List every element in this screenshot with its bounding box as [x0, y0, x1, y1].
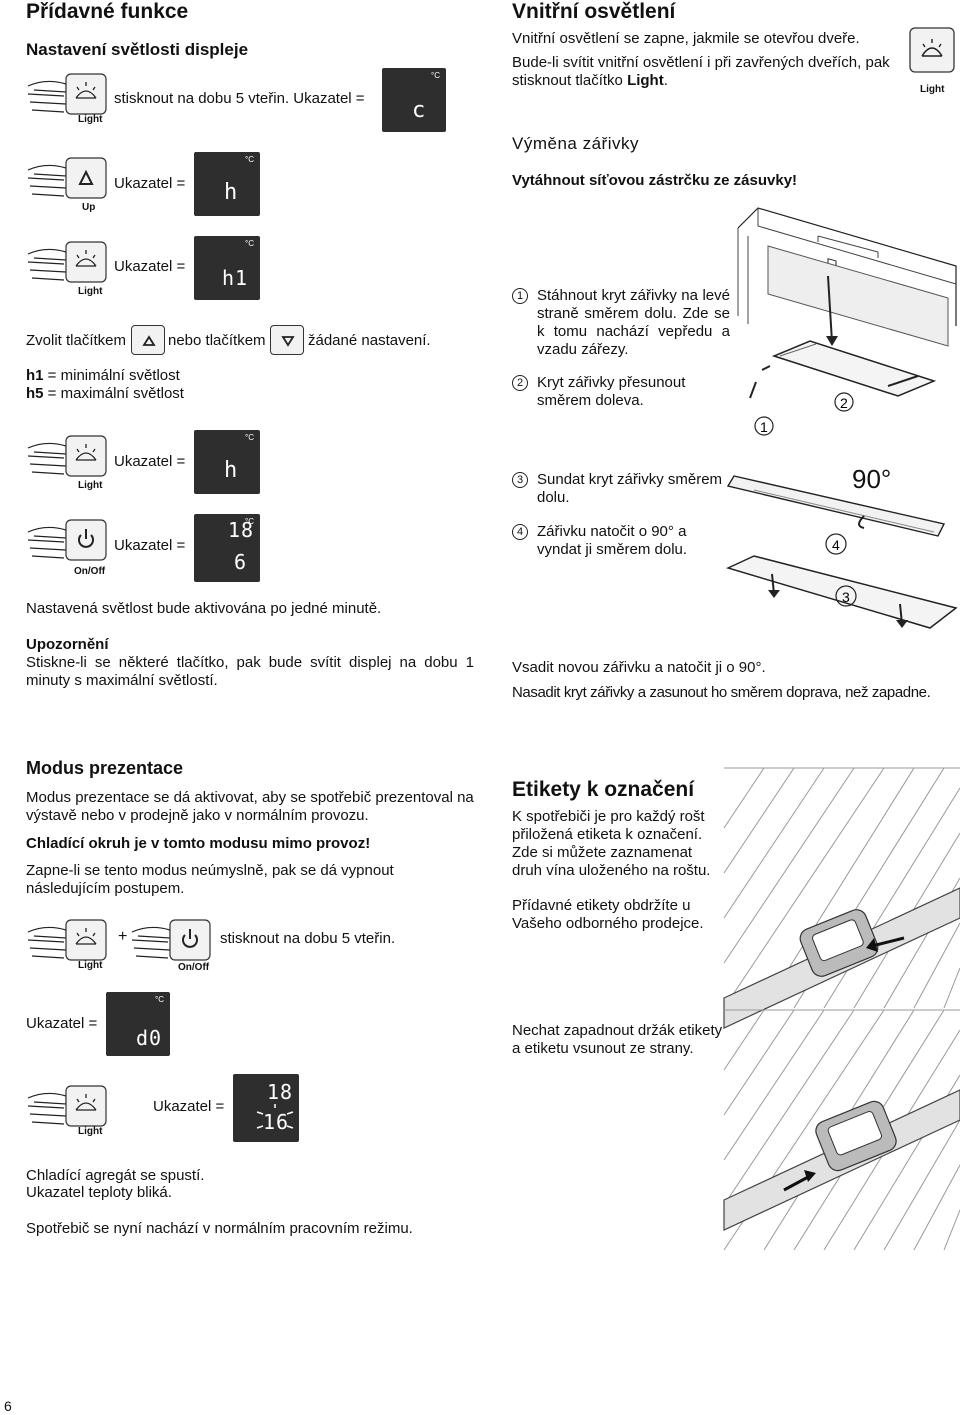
after-text-1: Chladící agregát se spustí. — [26, 1167, 205, 1184]
unplug-warning: Vytáhnout síťovou zástrčku ze zásuvky! — [512, 172, 798, 189]
display-c: °C c — [382, 68, 446, 132]
warning-title: Upozornění — [26, 636, 109, 653]
step-3: 3 Sundat kryt zářivky směrem dolu. — [512, 471, 730, 507]
rotate-90-label: 90° — [852, 464, 892, 494]
select-text-c: žádané nastavení. — [308, 332, 431, 349]
h5-line: h5 = maximální světlost — [26, 385, 184, 402]
activated-text: Nastavená světlost bude aktivována po je… — [26, 600, 382, 617]
light-button[interactable]: Light — [26, 1080, 110, 1142]
light-button[interactable]: Light — [26, 914, 110, 976]
triangle-down-icon — [281, 336, 295, 347]
press-5s-text: stisknout na dobu 5 vteřin. — [220, 930, 396, 947]
step-4: 4 Zářivku natočit o 90° a vyndat ji směr… — [512, 523, 730, 559]
display-h: °C h — [194, 152, 260, 216]
select-text-b: nebo tlačítkem — [168, 332, 266, 349]
tube-cover-removal-illustration: 1 2 — [737, 207, 957, 436]
press-5s-text: stisknout na dobu 5 vteřin. Ukazatel = — [114, 90, 365, 107]
light-icon — [909, 27, 955, 73]
lighting-text-1: Vnitřní osvětlení se zapne, jakmile se o… — [512, 30, 860, 47]
hand-press-icon — [131, 919, 211, 961]
light-button[interactable]: Light — [26, 430, 110, 494]
indicator-label: Ukazatel = — [114, 258, 186, 275]
up-button-small[interactable] — [131, 325, 165, 355]
h1-line: h1 = minimální světlost — [26, 367, 180, 384]
subheading-tube-replacement: Výměna zářivky — [512, 134, 639, 153]
rack-label-illustration-2 — [723, 1009, 960, 1251]
page-number: 6 — [4, 1398, 12, 1414]
display-h1: °C h1 — [194, 236, 260, 300]
hand-press-icon — [27, 519, 107, 561]
step-1: 1 Stáhnout kryt zářivky na levé straně s… — [512, 287, 730, 359]
hand-press-icon — [27, 241, 107, 283]
light-button[interactable]: Light — [26, 236, 110, 300]
button-label-light: Light — [920, 84, 945, 95]
indicator-label: Ukazatel = — [114, 453, 186, 470]
indicator-label: Ukazatel = — [26, 1015, 98, 1032]
svg-text:1: 1 — [760, 419, 768, 435]
hand-press-icon — [27, 1085, 107, 1127]
section-heading-interior-lighting: Vnitřní osvětlení — [512, 0, 676, 23]
indicator-label: Ukazatel = — [114, 537, 186, 554]
hand-press-icon — [27, 157, 107, 199]
presentation-text-3: Zapne-li se tento modus neúmyslně, pak s… — [26, 862, 394, 897]
hand-press-icon — [27, 919, 107, 961]
hand-press-icon — [27, 435, 107, 477]
button-label-light: Light — [78, 286, 103, 297]
step-2: 2 Kryt zářivky přesunout směrem doleva. — [512, 374, 730, 410]
section-heading-extra-functions: Přídavné funkce — [26, 0, 189, 23]
labels-text-3: Nechat zapadnout držák etikety a etiketu… — [512, 1022, 723, 1057]
plus-sign: + — [118, 928, 128, 945]
light-button[interactable]: Light — [26, 68, 110, 128]
lighting-text-2: Bude-li svítit vnitřní osvětlení i při z… — [512, 54, 890, 89]
hand-press-icon — [27, 73, 107, 115]
labels-text-1: K spotřebiči je pro každý rošt přiložená… — [512, 808, 711, 879]
after-text-3: Spotřebič se nyní nachází v normálním pr… — [26, 1220, 413, 1237]
up-button[interactable]: Up — [26, 152, 110, 216]
indicator-label: Ukazatel = — [153, 1098, 225, 1115]
labels-text-2: Přídavné etikety obdržíte u Vašeho odbor… — [512, 897, 704, 932]
light-button-large[interactable]: Light — [908, 26, 956, 102]
presentation-text-1: Modus prezentace se dá aktivovat, aby se… — [26, 789, 474, 824]
button-label-onoff: On/Off — [178, 962, 210, 973]
display-h: °C h — [194, 430, 260, 494]
section-heading-presentation: Modus prezentace — [26, 758, 184, 778]
button-label-up: Up — [82, 202, 96, 213]
select-text-a: Zvolit tlačítkem — [26, 332, 127, 349]
blink-icon — [256, 1104, 294, 1129]
warning-text: Stiskne-li se některé tlačítko, pak bude… — [26, 654, 474, 689]
final-step-2: Nasadit kryt zářivky a zasunout ho směre… — [512, 684, 931, 701]
indicator-label: Ukazatel = — [114, 175, 186, 192]
tube-rotate-illustration: 4 3 — [725, 475, 958, 629]
button-label-light: Light — [78, 114, 103, 125]
presentation-warning: Chladící okruh je v tomto modusu mimo pr… — [26, 835, 371, 852]
button-label-light: Light — [78, 960, 103, 971]
svg-text:4: 4 — [832, 537, 840, 553]
onoff-button[interactable]: On/Off — [130, 914, 214, 976]
final-step-1: Vsadit novou zářivku a natočit ji o 90°. — [512, 659, 766, 676]
after-text-2: Ukazatel teploty bliká. — [26, 1184, 172, 1201]
button-label-onoff: On/Off — [74, 566, 106, 577]
onoff-button[interactable]: On/Off — [26, 514, 110, 578]
down-button-small[interactable] — [270, 325, 304, 355]
display-18-6: °C 18 6 — [194, 514, 260, 582]
svg-text:3: 3 — [842, 589, 850, 605]
triangle-up-icon — [142, 335, 156, 346]
subheading-display-brightness: Nastavení světlosti displeje — [26, 40, 249, 59]
button-label-light: Light — [78, 1126, 103, 1137]
display-18-16: 18 16 — [233, 1074, 299, 1142]
section-heading-labels: Etikety k označení — [512, 778, 695, 801]
svg-text:2: 2 — [840, 395, 848, 411]
display-d0: °C d0 — [106, 992, 170, 1056]
button-label-light: Light — [78, 480, 103, 491]
rack-label-illustration-1 — [723, 767, 960, 1029]
